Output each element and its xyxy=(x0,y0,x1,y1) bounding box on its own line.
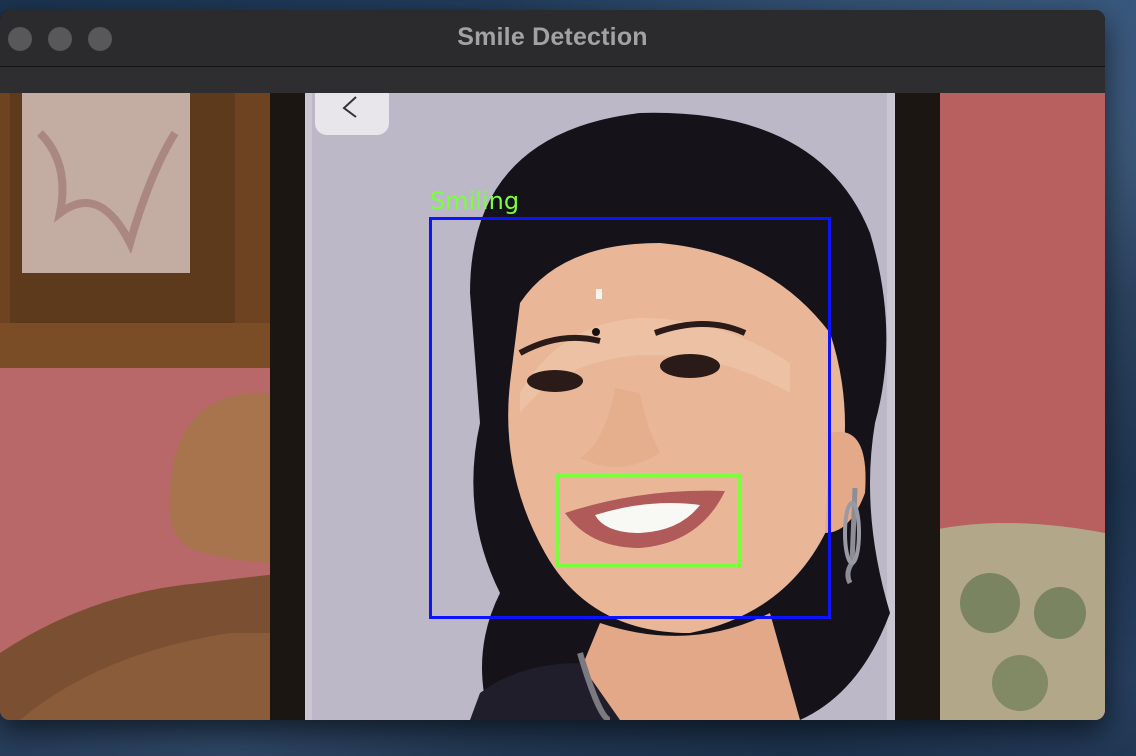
window-title: Smile Detection xyxy=(457,23,648,51)
close-window-button[interactable] xyxy=(8,27,32,51)
face-detection-box xyxy=(429,217,831,619)
minimize-window-button[interactable] xyxy=(48,27,72,51)
app-window: Smile Detection xyxy=(0,10,1105,720)
smile-detection-box xyxy=(556,474,741,567)
toolbar-strip xyxy=(0,67,1105,93)
camera-image xyxy=(0,93,1105,720)
title-bar[interactable]: Smile Detection xyxy=(0,10,1105,67)
smiling-label: Smiling xyxy=(430,187,520,215)
zoom-window-button[interactable] xyxy=(88,27,112,51)
video-frame: Smiling xyxy=(0,93,1105,720)
